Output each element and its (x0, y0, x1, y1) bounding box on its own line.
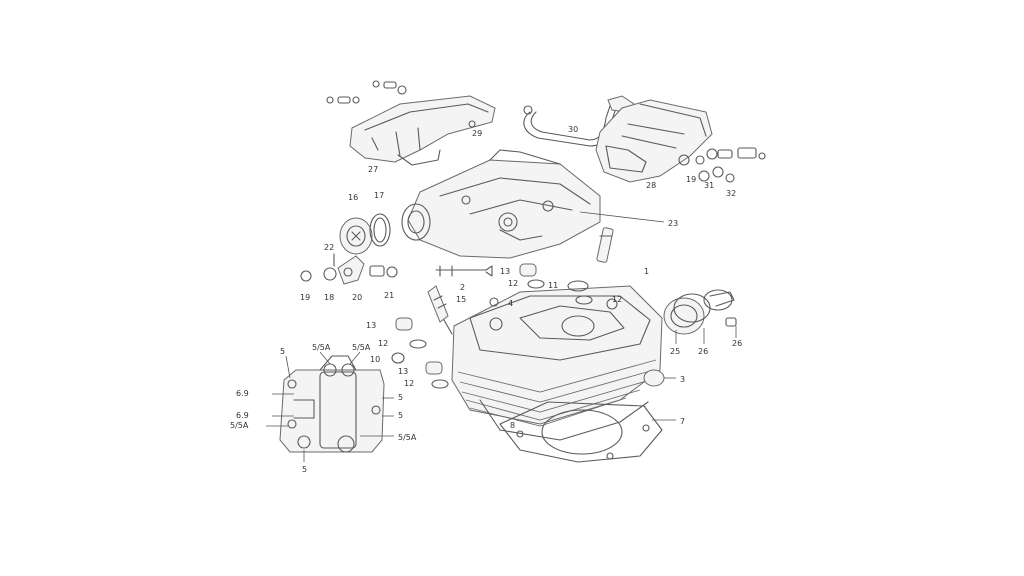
label-29: 29 (472, 129, 482, 138)
label-32: 32 (726, 189, 736, 198)
label-69a: 6.9 (236, 389, 249, 398)
side-plug (643, 369, 676, 387)
label-26a: 26 (698, 347, 708, 356)
label-19a: 19 (686, 175, 696, 184)
label-16: 16 (348, 193, 358, 202)
label-12a: 12 (508, 279, 518, 288)
label-2: 2 (460, 283, 465, 292)
label-22: 22 (324, 243, 334, 252)
label-18: 18 (324, 293, 334, 302)
spark-plug (427, 285, 453, 335)
o-ring (369, 213, 391, 247)
label-5s-b: 5/5A (352, 343, 371, 352)
label-12c: 12 (378, 339, 388, 348)
label-20: 20 (352, 293, 362, 302)
valve-caps (391, 263, 593, 389)
label-7: 7 (680, 417, 685, 426)
label-15: 15 (456, 295, 466, 304)
label-5c: 5 (398, 411, 403, 420)
label-27: 27 (368, 165, 378, 174)
label-5a: 5 (280, 347, 285, 356)
label-5s-d: 5/5A (398, 433, 417, 442)
label-3: 3 (680, 375, 685, 384)
camshaft-holder (401, 149, 665, 259)
label-26b: 26 (732, 339, 742, 348)
label-4: 4 (508, 299, 513, 308)
label-13b: 13 (366, 321, 376, 330)
valve-stem (435, 265, 493, 277)
label-28: 28 (646, 181, 656, 190)
label-23: 23 (668, 219, 678, 228)
right-rocker-cover (595, 99, 713, 183)
label-13a: 13 (500, 267, 510, 276)
label-5d: 5 (302, 465, 307, 474)
label-10: 10 (370, 355, 380, 364)
head-bottom-view (266, 351, 394, 462)
label-5b: 5 (398, 393, 403, 402)
tappet-cap (339, 217, 373, 255)
small-fittings (300, 253, 398, 285)
label-8: 8 (510, 421, 515, 430)
label-13c: 13 (398, 367, 408, 376)
label-1: 1 (644, 267, 649, 276)
label-21: 21 (384, 291, 394, 300)
label-12d: 12 (404, 379, 414, 388)
label-30: 30 (568, 125, 578, 134)
head-gasket (499, 401, 676, 463)
left-cover-bolts (326, 80, 407, 104)
callout-labels: 27 29 30 28 19 31 32 23 16 17 22 19 18 2… (230, 125, 742, 474)
left-rocker-cover (349, 95, 496, 166)
label-5s-a: 5/5A (312, 343, 331, 352)
right-cover-bolts (678, 147, 766, 183)
label-19b: 19 (300, 293, 310, 302)
label-31: 31 (704, 181, 714, 190)
label-25: 25 (670, 347, 680, 356)
label-11: 11 (548, 281, 558, 290)
stud-bolt (596, 227, 614, 263)
cylinder-head (451, 285, 663, 441)
label-69b: 6.9 (236, 411, 249, 420)
label-5s-c: 5/5A (230, 421, 249, 430)
label-17: 17 (374, 191, 384, 200)
label-12b: 12 (612, 295, 622, 304)
intake-clamp (663, 289, 737, 344)
